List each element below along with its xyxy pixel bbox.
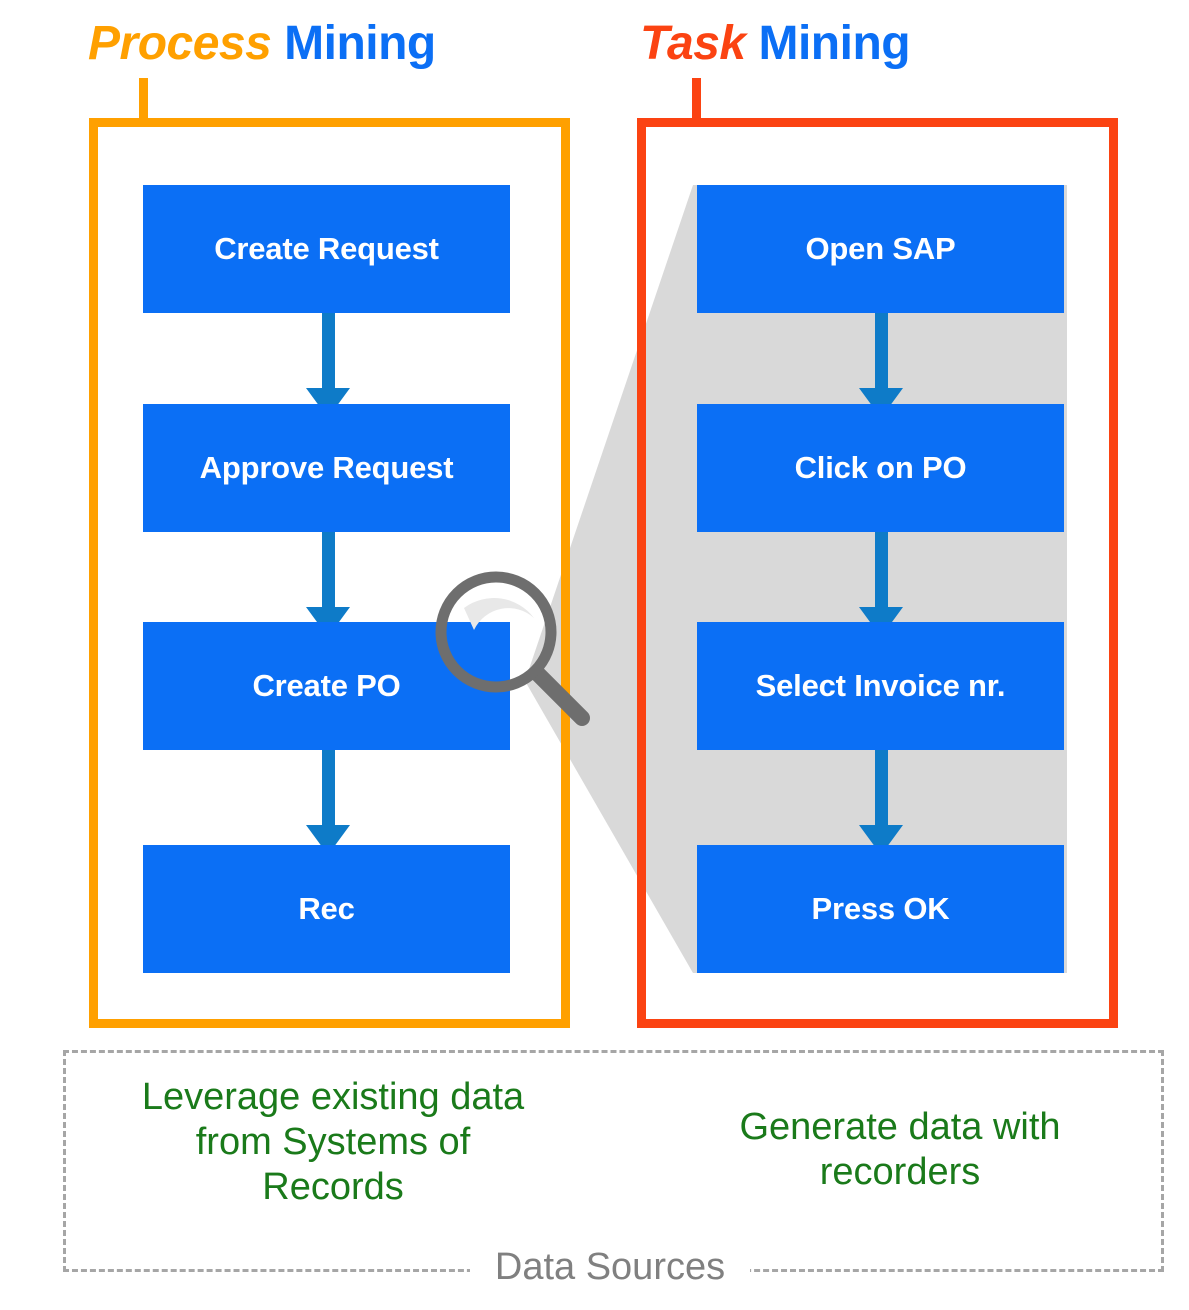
process-step-1[interactable]: Create Request [143, 185, 510, 313]
process-arrow-3 [306, 750, 350, 855]
title-task-emphasis: Task [640, 17, 746, 70]
task-step-2[interactable]: Click on PO [697, 404, 1064, 532]
task-mining-panel [637, 118, 1118, 1028]
process-step-4[interactable]: Rec [143, 845, 510, 973]
process-step-2[interactable]: Approve Request [143, 404, 510, 532]
process-title-connector [139, 78, 148, 126]
magnifier-icon [435, 571, 590, 726]
title-process-emphasis: Process [88, 17, 272, 70]
task-step-2-label: Click on PO [794, 450, 967, 485]
data-sources-label: Data Sources [470, 1247, 750, 1288]
task-step-3-label: Select Invoice nr. [755, 668, 1006, 703]
task-arrow-3 [859, 750, 903, 855]
task-step-3[interactable]: Select Invoice nr. [697, 622, 1064, 750]
process-step-1-label: Create Request [214, 231, 439, 266]
title-task-rest: Mining [745, 17, 911, 70]
task-step-1-label: Open SAP [805, 231, 956, 266]
process-mining-panel [89, 118, 570, 1028]
task-arrow-1 [859, 313, 903, 418]
process-step-2-label: Approve Request [199, 450, 454, 485]
title-process-rest: Mining [271, 17, 436, 70]
data-sources-note-left: Leverage existing data from Systems of R… [141, 1076, 525, 1208]
task-step-4-label: Press OK [811, 891, 950, 926]
process-step-3[interactable]: Create PO [143, 622, 510, 750]
data-sources-note-right: Generate data with recorders [739, 1106, 1061, 1193]
task-step-4[interactable]: Press OK [697, 845, 1064, 973]
title-task-mining: Task Mining [640, 17, 911, 70]
process-step-3-label: Create PO [252, 668, 401, 703]
process-arrow-1 [306, 313, 350, 418]
task-step-1[interactable]: Open SAP [697, 185, 1064, 313]
process-step-4-label: Rec [298, 891, 355, 926]
title-process-mining: Process Mining [88, 20, 436, 68]
task-title-connector [692, 78, 701, 126]
